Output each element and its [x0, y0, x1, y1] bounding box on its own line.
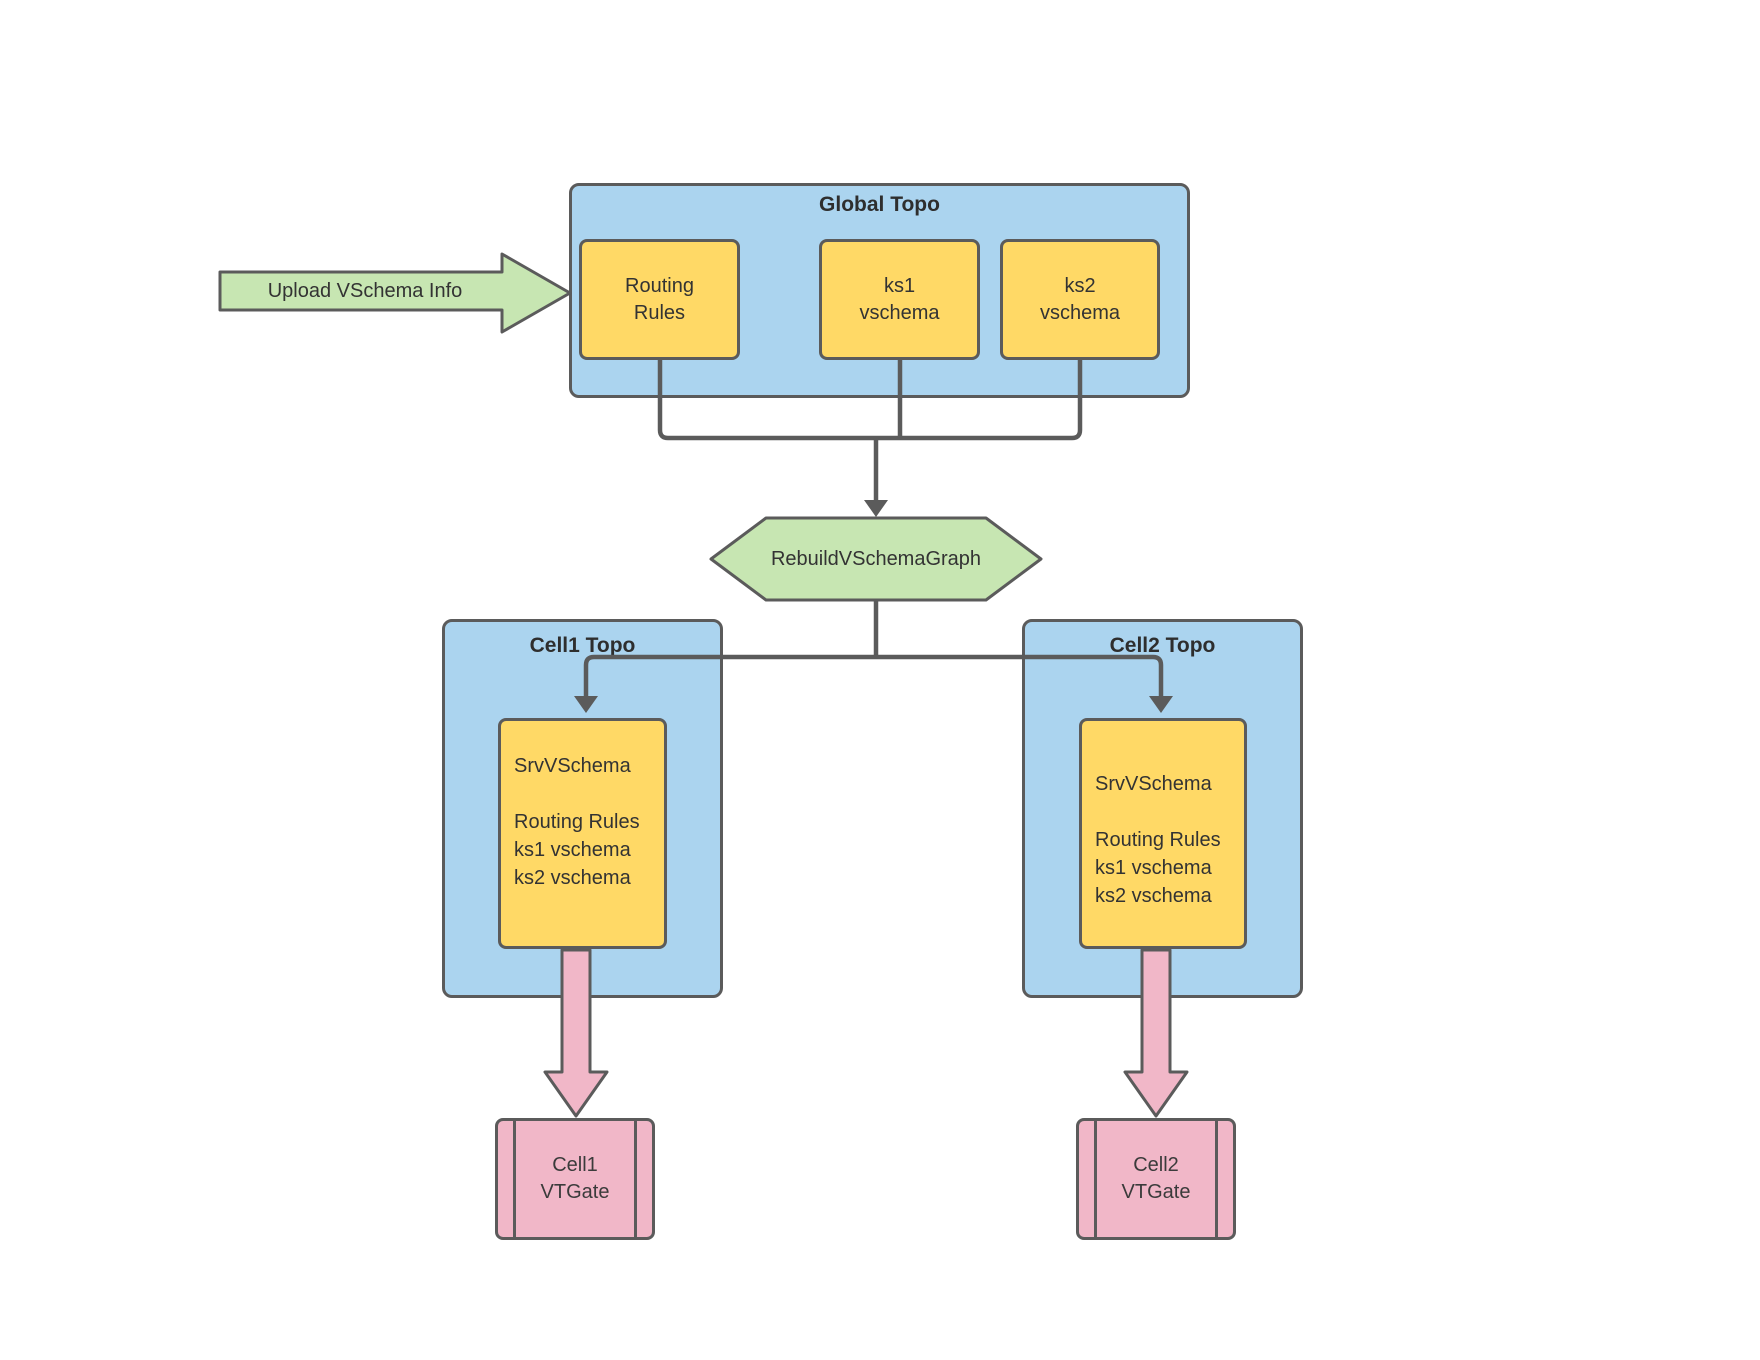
rebuild-vschema-hexagon-label: RebuildVSchemaGraph [770, 547, 982, 570]
node-routing-rules: Routing Rules [579, 239, 740, 360]
vtgate1-right-bar [634, 1121, 637, 1237]
vtgate2-left-bar [1094, 1121, 1097, 1237]
global-topo-title: Global Topo [819, 193, 940, 216]
cell2-srv-line5: ks2 vschema [1095, 885, 1212, 907]
cell2-vtgate-node: Cell2 VTGate [1076, 1118, 1236, 1240]
cell2-srv-line4: ks1 vschema [1095, 857, 1212, 879]
cell1-srv-line1: SrvVSchema [514, 755, 631, 777]
cell2-srvvschema-node: SrvVSchema Routing Rules ks1 vschema ks2… [1079, 718, 1247, 949]
node-routing-rules-label-line1: Routing [625, 274, 694, 297]
arrowhead-to-rebuild [864, 500, 888, 517]
vtgate2-right-bar [1215, 1121, 1218, 1237]
cell2-srv-line2 [1095, 798, 1240, 826]
upload-vschema-arrow-label: Upload VSchema Info [267, 279, 463, 302]
cell1-srv-line5: ks2 vschema [514, 867, 631, 889]
cell1-vtgate-node: Cell1 VTGate [495, 1118, 655, 1240]
cell2-topo-title: Cell2 Topo [1109, 634, 1216, 657]
node-ks2-label-line2: vschema [1039, 301, 1121, 324]
node-ks1-label-line2: vschema [859, 301, 940, 324]
node-ks2-label-line1: ks2 [1064, 274, 1096, 297]
cell1-srv-line3: Routing Rules [514, 811, 640, 833]
cell1-srvvschema-node: SrvVSchema Routing Rules ks1 vschema ks2… [498, 718, 667, 949]
cell1-srv-line4: ks1 vschema [514, 839, 631, 861]
cell2-srv-line1: SrvVSchema [1095, 773, 1212, 795]
cell1-vtgate-label-line1: Cell1 [552, 1154, 598, 1176]
node-ks1-vschema: ks1 vschema [819, 239, 980, 360]
cell1-vtgate-label-line2: VTGate [540, 1181, 610, 1203]
cell1-srv-line2 [514, 780, 660, 808]
cell2-vtgate-label-line2: VTGate [1121, 1181, 1191, 1203]
node-ks2-vschema: ks2 vschema [1000, 239, 1160, 360]
cell1-topo-title: Cell1 Topo [529, 634, 636, 657]
vtgate1-left-bar [513, 1121, 516, 1237]
cell2-vtgate-label-line1: Cell2 [1133, 1154, 1179, 1176]
node-ks1-label-line1: ks1 [883, 274, 916, 297]
cell2-srv-line3: Routing Rules [1095, 829, 1221, 851]
node-routing-rules-label-line2: Rules [633, 301, 686, 324]
